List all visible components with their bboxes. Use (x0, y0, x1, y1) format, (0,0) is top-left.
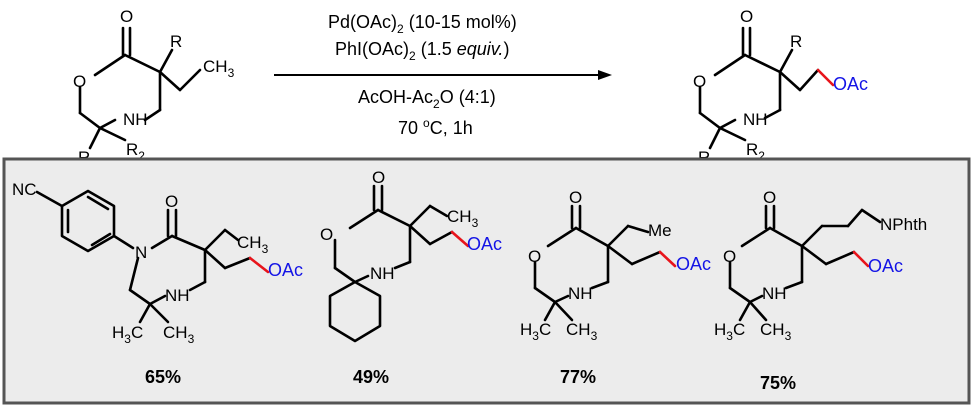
product-49: O O CH3 OAc NH 49% (320, 168, 502, 387)
r-label: R (170, 32, 182, 51)
solvent-text: AcOH-Ac2O (4:1) (358, 87, 496, 111)
nh-label: NH (370, 264, 395, 283)
product-65: NC O N CH3 OAc NH H3C CH3 65% (12, 180, 303, 387)
nc-label: NC (12, 180, 37, 199)
product-75: O O NPhth OAc NH H3C CH3 75% (714, 188, 927, 393)
nh-label: NH (123, 110, 148, 129)
yield-label: 65% (145, 367, 181, 387)
oac-label: OAc (833, 74, 868, 94)
examples-panel (2, 157, 971, 405)
carbonyl-oxygen-label: O (120, 7, 133, 26)
ring-oxygen-label: O (528, 247, 541, 266)
catalyst-text: Pd(OAc)2 (10-15 mol%) (328, 12, 517, 36)
nh-label: NH (762, 284, 787, 303)
carbonyl-oxygen-label: O (569, 188, 582, 207)
ring-oxygen-label: O (723, 247, 736, 266)
r2-label: R2 (126, 140, 145, 163)
carbonyl-oxygen-label: O (372, 168, 385, 187)
ch3-label: CH3 (447, 207, 479, 230)
starting-material: O O R CH3 NH R1 R2 (73, 7, 235, 171)
h3c-label: H3C (112, 323, 143, 346)
nh-label: NH (568, 284, 593, 303)
reaction-conditions: Pd(OAc)2 (10-15 mol%) PhI(OAc)2 (1.5 equ… (274, 12, 612, 138)
h3c-label: H3C (714, 320, 745, 343)
nh-label: NH (743, 110, 768, 129)
reaction-arrow (274, 70, 612, 80)
oac-label: OAc (676, 254, 711, 274)
oac-label: OAc (467, 234, 502, 254)
product-77: O O Me OAc NH H3C CH3 77% (520, 188, 711, 387)
yield-label: 75% (760, 373, 796, 393)
yield-label: 77% (560, 367, 596, 387)
nh-label: NH (165, 286, 190, 305)
r2-label: R2 (746, 140, 765, 163)
general-product: O O R OAc NH R1 R2 (693, 7, 868, 171)
oac-label: OAc (268, 260, 303, 280)
carbonyl-oxygen-label: O (740, 7, 753, 26)
r-label: R (790, 32, 802, 51)
ch3-label: CH3 (203, 57, 235, 80)
nphth-label: NPhth (880, 215, 927, 234)
n-label: N (135, 243, 147, 262)
yield-label: 49% (353, 367, 389, 387)
temperature-text: 70 oC, 1h (398, 116, 473, 138)
oxidant-text: PhI(OAc)2 (1.5 equiv.) (335, 39, 509, 63)
ring-oxygen-label: O (320, 225, 333, 244)
ch3-label-2: CH3 (163, 323, 195, 346)
carbonyl-oxygen-label: O (763, 188, 776, 207)
ring-oxygen-label: O (73, 72, 86, 91)
ring-oxygen-label: O (693, 72, 706, 91)
me-label: Me (648, 221, 672, 240)
ch3-label: CH3 (237, 233, 269, 256)
carbonyl-oxygen-label: O (165, 192, 178, 211)
oac-label: OAc (868, 256, 903, 276)
h3c-label: H3C (520, 320, 551, 343)
ch3-label-2: CH3 (760, 320, 792, 343)
ch3-label-2: CH3 (566, 320, 598, 343)
